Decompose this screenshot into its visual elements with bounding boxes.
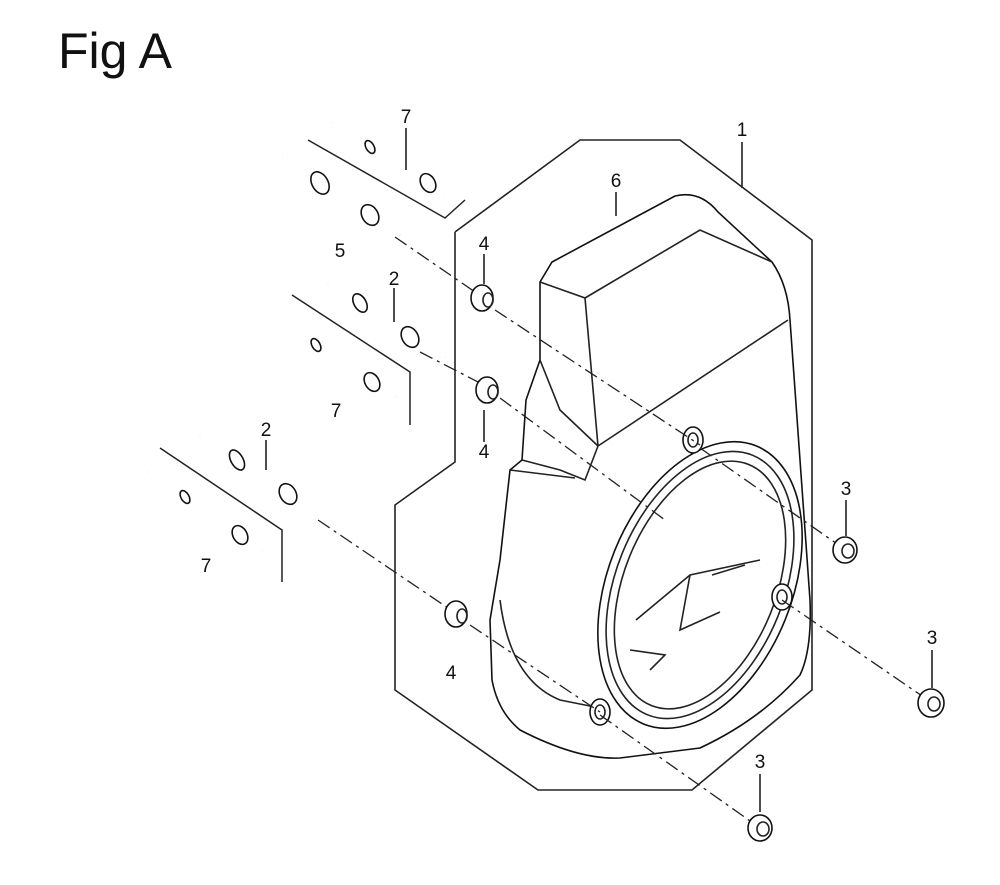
callout-7-middle: 7 [331,401,342,422]
flange-nut-3-b [917,688,945,718]
flange-nut-3-c [747,814,773,842]
bolt-7-middle [277,318,396,399]
callout-3-a: 3 [841,479,852,500]
callout-3-c: 3 [755,752,766,773]
bolt-group-brackets [159,139,466,582]
flange-nut-3-a [832,536,858,564]
bolt-7-bottom [147,470,263,552]
fan-cover [489,193,812,759]
collar-4-top [470,284,494,312]
callout-3-b: 3 [927,628,938,649]
callout-7-top: 7 [401,107,412,128]
bolt-5 [282,156,401,237]
callout-1: 1 [737,120,748,141]
assembly-outline [394,139,813,791]
callout-7-bottom: 7 [201,556,212,577]
bolt-7-top [331,121,446,194]
callout-5: 5 [335,241,346,262]
callout-4-bottom: 4 [446,663,457,684]
callout-4-top: 4 [479,234,490,255]
bolt-2-lower [199,433,319,517]
callout-4-middle: 4 [479,442,490,463]
alignment-lines [317,236,926,829]
collar-4-bottom [444,600,468,628]
leader-lines [265,128,933,812]
collar-4-middle [475,376,499,404]
bolt-2-upper [327,281,446,359]
callout-2-lower: 2 [261,420,272,441]
figure-title: Fig A [58,23,172,79]
callout-2-upper: 2 [389,269,400,290]
callout-6: 6 [611,171,622,192]
